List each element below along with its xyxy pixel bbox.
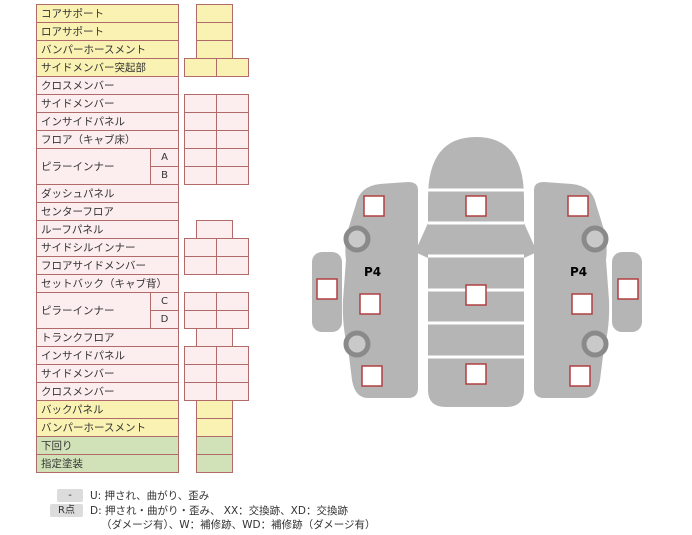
damage-input-cell[interactable] xyxy=(196,328,233,347)
part-label: サイドメンバー xyxy=(36,364,179,383)
damage-input-cell[interactable] xyxy=(216,166,249,185)
damage-code-p4-left: P4 xyxy=(364,265,381,279)
damage-input-cell[interactable] xyxy=(216,256,249,275)
wheel-marker xyxy=(581,225,609,253)
part-label: サイドシルインナー xyxy=(36,238,179,257)
damage-input-cell[interactable] xyxy=(196,220,233,239)
pillar-section-label: A xyxy=(150,148,179,167)
part-label: サイドメンバー xyxy=(36,94,179,113)
part-label: トランクフロア xyxy=(36,328,179,347)
damage-input-cell[interactable] xyxy=(184,346,217,365)
damage-marker[interactable] xyxy=(465,284,487,306)
part-label: セットバック（キャブ背） xyxy=(36,274,179,293)
part-label: フロア（キャブ床） xyxy=(36,130,179,149)
damage-input-cell[interactable] xyxy=(184,256,217,275)
damage-marker[interactable] xyxy=(617,278,639,300)
wheel-marker xyxy=(343,330,371,358)
damage-input-cell[interactable] xyxy=(184,238,217,257)
damage-input-cell[interactable] xyxy=(216,346,249,365)
damage-input-cell[interactable] xyxy=(184,130,217,149)
car-body-silhouette xyxy=(428,137,524,407)
damage-input-cell[interactable] xyxy=(216,310,249,329)
damage-marker[interactable] xyxy=(571,293,593,315)
pillar-section-label: C xyxy=(150,292,179,311)
damage-marker[interactable] xyxy=(363,195,385,217)
damage-input-cell[interactable] xyxy=(216,292,249,311)
right-fender-wing xyxy=(524,223,537,258)
part-label: ルーフパネル xyxy=(36,220,179,239)
part-label: ダッシュパネル xyxy=(36,184,179,203)
damage-input-cell[interactable] xyxy=(196,40,233,59)
damage-marker[interactable] xyxy=(567,195,589,217)
legend-line2: D: 押され・曲がり・歪み、 XX：交換跡、XD：交換跡 xyxy=(90,505,348,517)
part-label: バックパネル xyxy=(36,400,179,419)
damage-marker[interactable] xyxy=(569,365,591,387)
damage-input-cell[interactable] xyxy=(216,364,249,383)
damage-marker[interactable] xyxy=(361,365,383,387)
damage-input-cell[interactable] xyxy=(184,382,217,401)
damage-input-cell[interactable] xyxy=(216,130,249,149)
pillar-section-label: B xyxy=(150,166,179,185)
damage-marker[interactable] xyxy=(316,278,338,300)
damage-input-cell[interactable] xyxy=(196,4,233,23)
wheel-marker xyxy=(581,330,609,358)
damage-input-cell[interactable] xyxy=(184,94,217,113)
part-label: ピラーインナー xyxy=(36,148,151,185)
damage-input-cell[interactable] xyxy=(196,400,233,419)
damage-input-cell[interactable] xyxy=(184,112,217,131)
damage-input-cell[interactable] xyxy=(216,58,249,77)
car-top-view xyxy=(415,137,537,407)
part-label: インサイドパネル xyxy=(36,346,179,365)
damage-code-p4-right: P4 xyxy=(570,265,587,279)
part-label: バンパーホースメント xyxy=(36,40,179,59)
damage-input-cell[interactable] xyxy=(184,292,217,311)
damage-input-cell[interactable] xyxy=(196,436,233,455)
part-label: サイドメンバー突起部 xyxy=(36,58,179,77)
pillar-section-label: D xyxy=(150,310,179,329)
legend-line1: U: 押され、曲がり、歪み xyxy=(90,490,210,502)
part-label: クロスメンバー xyxy=(36,382,179,401)
damage-input-cell[interactable] xyxy=(196,418,233,437)
left-fender-wing xyxy=(415,223,428,258)
part-label: 指定塗装 xyxy=(36,454,179,473)
part-label: インサイドパネル xyxy=(36,112,179,131)
part-label: コアサポート xyxy=(36,4,179,23)
damage-input-cell[interactable] xyxy=(196,454,233,473)
damage-marker[interactable] xyxy=(465,195,487,217)
vehicle-diagram: P4 P4 xyxy=(312,137,642,407)
part-label: 下回り xyxy=(36,436,179,455)
damage-input-cell[interactable] xyxy=(184,364,217,383)
damage-input-cell[interactable] xyxy=(216,112,249,131)
part-label: ピラーインナー xyxy=(36,292,151,329)
part-label: クロスメンバー xyxy=(36,76,179,95)
damage-marker[interactable] xyxy=(359,293,381,315)
damage-marker[interactable] xyxy=(465,363,487,385)
damage-input-cell[interactable] xyxy=(184,148,217,167)
damage-input-cell[interactable] xyxy=(216,94,249,113)
part-label: ロアサポート xyxy=(36,22,179,41)
legend-line3: （ダメージ有）、W：補修跡、WD：補修跡（ダメージ有） xyxy=(101,519,376,531)
part-label: フロアサイドメンバー xyxy=(36,256,179,275)
damage-input-cell[interactable] xyxy=(184,166,217,185)
damage-input-cell[interactable] xyxy=(216,148,249,167)
legend-key-rpoint: R点 xyxy=(50,504,83,517)
damage-input-cell[interactable] xyxy=(184,58,217,77)
damage-input-cell[interactable] xyxy=(216,238,249,257)
damage-input-cell[interactable] xyxy=(184,310,217,329)
wheel-marker xyxy=(343,225,371,253)
part-label: バンパーホースメント xyxy=(36,418,179,437)
legend-key-minus: - xyxy=(57,489,83,502)
part-label: センターフロア xyxy=(36,202,179,221)
damage-input-cell[interactable] xyxy=(216,382,249,401)
damage-input-cell[interactable] xyxy=(196,22,233,41)
